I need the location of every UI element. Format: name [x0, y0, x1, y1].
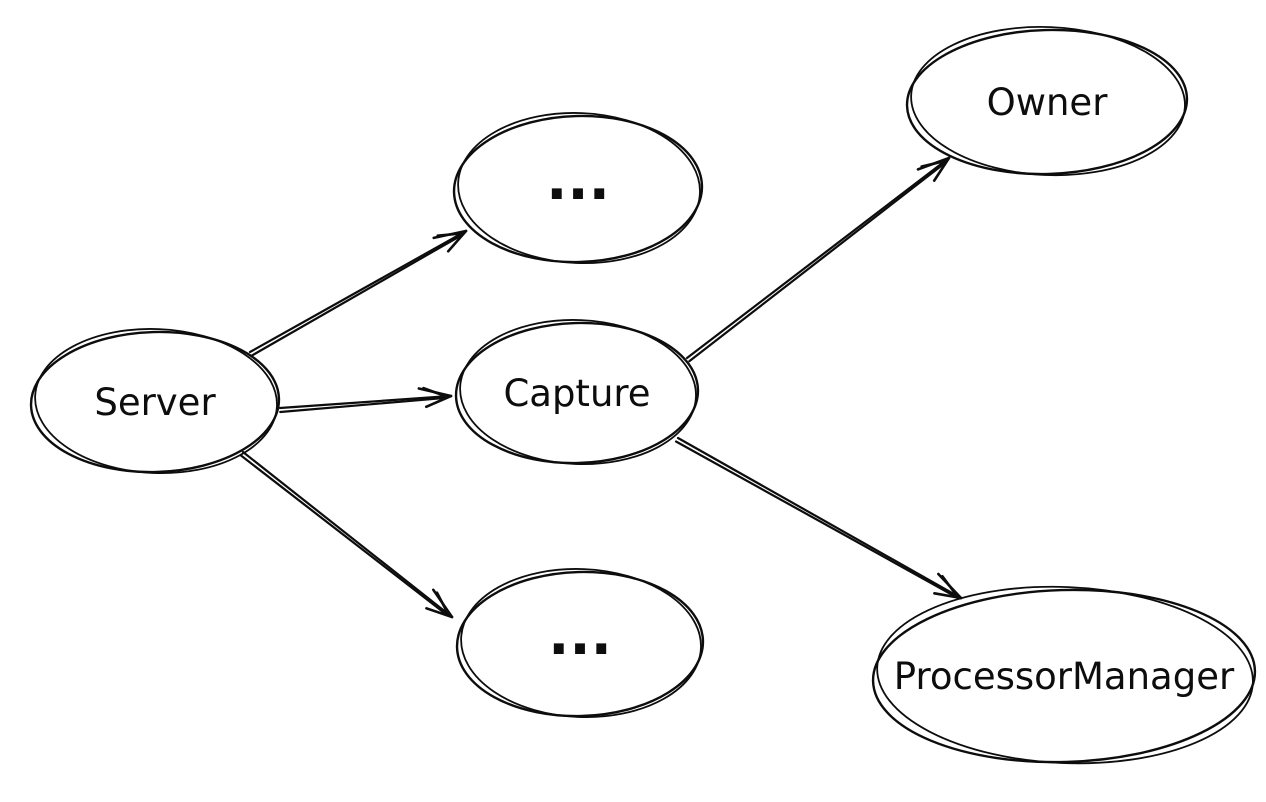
node-ellipsis-bottom: ...: [455, 568, 705, 719]
node-owner: Owner: [905, 25, 1189, 177]
node-ellipsis-top: ...: [452, 112, 704, 265]
node-label-ellipsis-top: ...: [546, 148, 610, 213]
node-server: Server: [29, 328, 281, 475]
node-label-capture: Capture: [503, 372, 650, 415]
node-label-processor-manager: ProcessorManager: [894, 655, 1235, 698]
edge-server-to-ellipsis-bottom: [239, 450, 454, 619]
edge-capture-to-processor-manager: [674, 436, 963, 600]
node-label-server: Server: [94, 381, 216, 424]
node-capture: Capture: [454, 319, 700, 466]
edge-server-to-ellipsis-top: [248, 229, 468, 357]
edge-capture-to-owner: [685, 156, 951, 363]
node-label-ellipsis-bottom: ...: [548, 603, 612, 668]
node-label-owner: Owner: [987, 81, 1109, 124]
node-processor-manager: ProcessorManager: [871, 585, 1257, 765]
edge-server-to-capture: [278, 386, 453, 414]
